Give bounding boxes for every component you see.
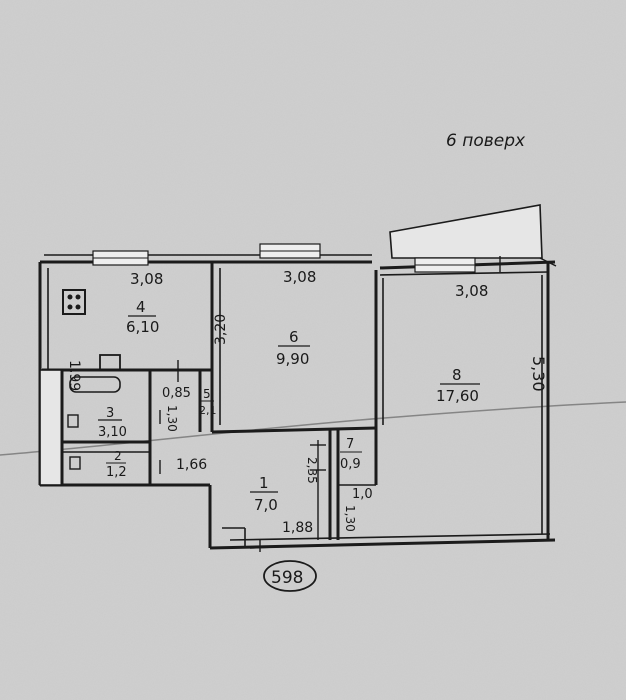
svg-text:2,1: 2,1 bbox=[199, 404, 217, 417]
svg-text:17,60: 17,60 bbox=[436, 387, 479, 405]
svg-text:3: 3 bbox=[106, 406, 114, 421]
room-label-2: 2 1,2 bbox=[106, 449, 127, 480]
dimension-closet-depth: 1,30 bbox=[343, 505, 357, 532]
toilet-icon bbox=[69, 456, 81, 470]
room-label-8: 8 17,60 bbox=[436, 366, 480, 405]
svg-text:1,2: 1,2 bbox=[106, 465, 127, 480]
floor-note: 6 поверх bbox=[446, 131, 526, 151]
room-label-7: 7 0,9 bbox=[340, 437, 362, 472]
dimension-corridor-width: 1,66 bbox=[176, 457, 207, 473]
svg-text:4: 4 bbox=[136, 298, 146, 316]
svg-text:7,0: 7,0 bbox=[254, 496, 278, 514]
plan-number: 598 bbox=[271, 568, 303, 588]
dimension-room8-depth: 5,30 bbox=[529, 356, 548, 392]
sink-icon bbox=[99, 354, 121, 371]
dimension-room5-depth: 1,30 bbox=[165, 405, 179, 432]
room-label-4: 4 6,10 bbox=[126, 298, 159, 336]
washbasin-icon bbox=[67, 414, 79, 428]
svg-text:0,9: 0,9 bbox=[340, 457, 361, 472]
room-label-6: 6 9,90 bbox=[276, 328, 310, 368]
room-label-3: 3 3,10 bbox=[98, 406, 127, 440]
inner-walls bbox=[39, 262, 384, 549]
svg-text:9,90: 9,90 bbox=[276, 350, 309, 368]
dimension-room6-depth: 3,20 bbox=[213, 314, 229, 345]
dimension-ticks bbox=[159, 256, 557, 552]
dimension-kitchen-depth: 1,99 bbox=[66, 360, 82, 391]
dimension-entry-width: 1,88 bbox=[282, 520, 313, 536]
stove-icon bbox=[62, 289, 86, 315]
svg-text:6,10: 6,10 bbox=[126, 318, 159, 336]
dimension-room6-width: 3,08 bbox=[283, 268, 316, 286]
svg-text:8: 8 bbox=[452, 366, 462, 384]
room-label-5: 5 2,1 bbox=[199, 387, 217, 417]
svg-text:5: 5 bbox=[203, 387, 211, 401]
dimension-kitchen-width: 3,08 bbox=[130, 270, 163, 288]
fixtures bbox=[62, 289, 121, 470]
dimension-room7-width: 1,0 bbox=[352, 487, 373, 502]
dimension-room5-width: 0,85 bbox=[162, 386, 191, 401]
paper-fold-crack bbox=[0, 401, 626, 456]
bathtub-icon bbox=[69, 376, 121, 393]
svg-text:1: 1 bbox=[259, 474, 269, 492]
windows bbox=[92, 243, 476, 273]
room-label-1: 1 7,0 bbox=[250, 474, 278, 514]
plan-number-circle bbox=[263, 560, 317, 592]
svg-text:2: 2 bbox=[114, 449, 122, 463]
svg-text:6: 6 bbox=[289, 328, 299, 346]
dimension-room7-depth: 2,35 bbox=[305, 457, 319, 484]
svg-text:3,10: 3,10 bbox=[98, 425, 127, 440]
dimension-room8-width: 3,08 bbox=[455, 282, 488, 300]
svg-text:7: 7 bbox=[346, 437, 354, 452]
